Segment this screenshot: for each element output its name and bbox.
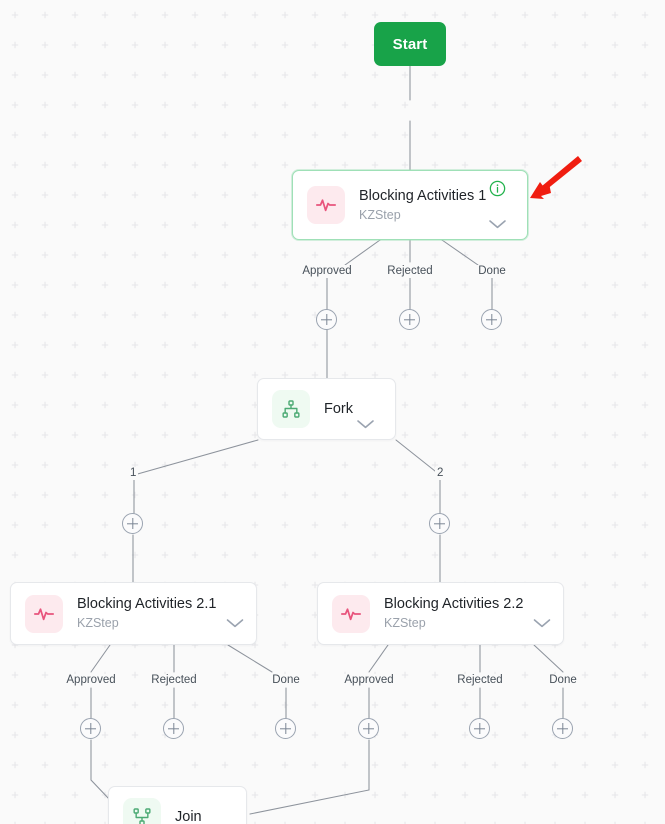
- add-step-button[interactable]: [552, 718, 573, 739]
- pulse-icon: [25, 594, 63, 633]
- node-title: Blocking Activities 2.1: [77, 596, 217, 612]
- node-fork[interactable]: Fork: [257, 378, 396, 440]
- node-blocking-activities-2-2[interactable]: Blocking Activities 2.2 KZStep: [317, 582, 564, 645]
- edge-label-rejected: Rejected: [148, 674, 200, 687]
- info-circle-icon[interactable]: [489, 180, 506, 197]
- edge-label-done: Done: [475, 265, 509, 278]
- node-title: Join: [175, 808, 202, 824]
- fork-hierarchy-icon: [272, 390, 310, 428]
- edge-label-branch-1: 1: [128, 467, 139, 480]
- add-step-button[interactable]: [80, 718, 101, 739]
- chevron-down-icon[interactable]: [487, 217, 508, 229]
- node-actions: [353, 379, 395, 439]
- add-step-button[interactable]: [163, 718, 184, 739]
- node-text-block: Blocking Activities 1 KZStep: [359, 187, 487, 224]
- node-actions: [521, 583, 563, 644]
- edge-label-done: Done: [546, 674, 580, 687]
- node-subtitle: KZStep: [77, 616, 119, 631]
- node-blocking-activities-1[interactable]: Blocking Activities 1 KZStep: [292, 170, 528, 240]
- add-step-button[interactable]: [429, 513, 450, 534]
- node-title: Blocking Activities 2.2: [384, 596, 524, 612]
- node-actions: [214, 583, 256, 644]
- add-step-button[interactable]: [275, 718, 296, 739]
- add-step-button[interactable]: [481, 309, 502, 330]
- node-title: Blocking Activities 1: [359, 187, 487, 204]
- start-node[interactable]: Start: [374, 22, 446, 66]
- node-actions: [485, 171, 527, 239]
- node-text-block: Blocking Activities 2.1 KZStep: [77, 595, 217, 632]
- node-text-block: Join: [175, 808, 204, 824]
- edge-label-approved: Approved: [299, 265, 355, 278]
- chevron-down-icon[interactable]: [355, 417, 376, 429]
- node-subtitle: KZStep: [384, 616, 426, 631]
- node-subtitle: KZStep: [359, 207, 401, 222]
- node-text-block: Blocking Activities 2.2 KZStep: [384, 595, 524, 632]
- edge-label-approved: Approved: [63, 674, 119, 687]
- node-title: Fork: [324, 400, 353, 417]
- add-step-button[interactable]: [316, 309, 337, 330]
- node-join[interactable]: Join: [108, 786, 247, 824]
- node-actions: [204, 787, 246, 824]
- chevron-down-icon[interactable]: [225, 616, 246, 628]
- edge-label-done: Done: [269, 674, 303, 687]
- node-blocking-activities-2-1[interactable]: Blocking Activities 2.1 KZStep: [10, 582, 257, 645]
- start-node-label: Start: [392, 35, 428, 53]
- add-step-button[interactable]: [122, 513, 143, 534]
- node-text-block: Fork: [324, 400, 353, 418]
- edge-label-approved: Approved: [341, 674, 397, 687]
- edge-label-rejected: Rejected: [454, 674, 506, 687]
- add-step-button[interactable]: [469, 718, 490, 739]
- chevron-down-icon[interactable]: [532, 616, 553, 628]
- join-merge-icon: [123, 798, 161, 824]
- pulse-icon: [332, 594, 370, 633]
- pulse-icon: [307, 186, 345, 224]
- add-step-button[interactable]: [399, 309, 420, 330]
- add-step-button[interactable]: [358, 718, 379, 739]
- edge-label-rejected: Rejected: [384, 265, 436, 278]
- edge-label-branch-2: 2: [435, 467, 446, 480]
